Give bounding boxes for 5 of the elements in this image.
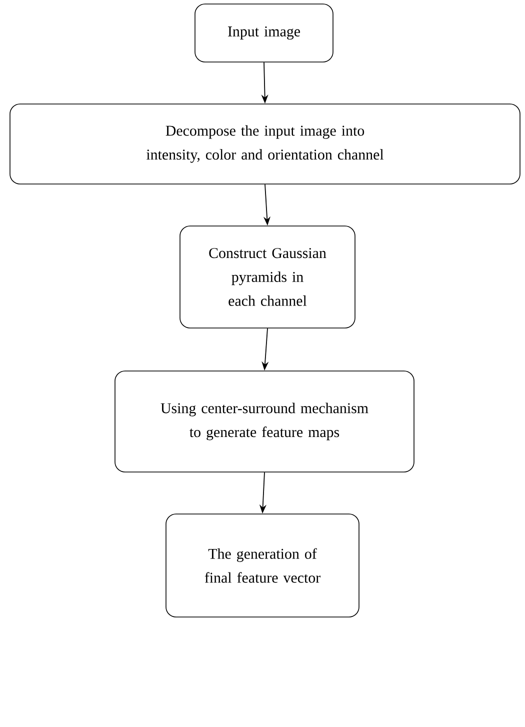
process-box: Decompose the input image into intensity, color and orientation channel [10, 104, 520, 184]
process-box: Construct Gaussian pyramids in each channel [180, 226, 356, 328]
process-box: The generation of final feature vector [166, 514, 360, 618]
process-box: Input image [194, 4, 334, 62]
process-box: Using center-surround mechanism to generate feature maps [114, 370, 414, 472]
